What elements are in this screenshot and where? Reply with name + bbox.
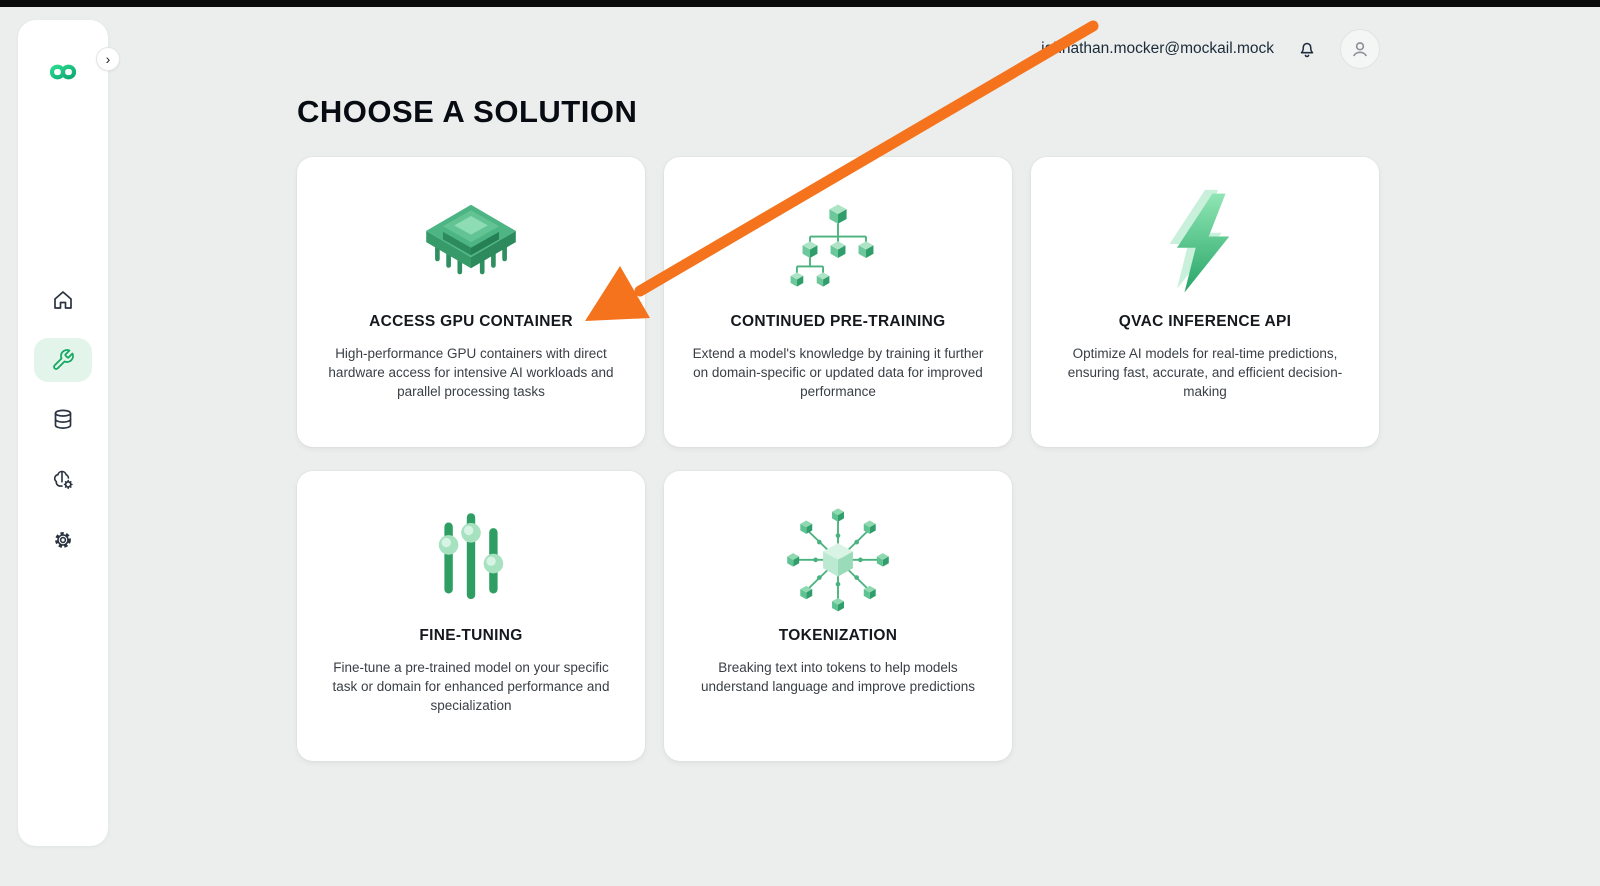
brand-logo[interactable] bbox=[18, 56, 108, 88]
wrench-icon bbox=[53, 349, 74, 370]
lightning-bolt-icon bbox=[1135, 183, 1275, 305]
card-description: Fine-tune a pre-trained model on your sp… bbox=[332, 660, 610, 714]
card-description: Breaking text into tokens to help models… bbox=[701, 660, 975, 695]
card-tokenization[interactable]: TOKENIZATION Breaking text into tokens t… bbox=[664, 471, 1012, 761]
user-email: johnathan.mocker@mockail.mock bbox=[1041, 40, 1274, 57]
card-title: FINE-TUNING bbox=[419, 627, 523, 644]
bell-icon bbox=[1300, 42, 1314, 58]
user-avatar[interactable] bbox=[1340, 29, 1380, 69]
topbar: johnathan.mocker@mockail.mock bbox=[1041, 28, 1380, 70]
solutions-grid: ACCESS GPU CONTAINER High-performance GP… bbox=[297, 157, 1379, 761]
cube-tree-icon bbox=[768, 183, 908, 305]
sidebar-item-solutions[interactable] bbox=[34, 338, 92, 382]
sidebar bbox=[18, 20, 108, 846]
card-continued-pre-training[interactable]: CONTINUED PRE-TRAINING Extend a model's … bbox=[664, 157, 1012, 447]
sidebar-item-home[interactable] bbox=[34, 278, 92, 322]
sidebar-collapse-button[interactable]: › bbox=[96, 47, 120, 71]
card-description: Optimize AI models for real-time predict… bbox=[1067, 346, 1343, 400]
token-cube-network-icon bbox=[768, 497, 908, 619]
sidebar-item-ai-models[interactable] bbox=[34, 458, 92, 502]
gear-icon bbox=[55, 532, 71, 548]
gpu-chip-icon bbox=[401, 183, 541, 305]
card-qvac-inference-api[interactable]: QVAC INFERENCE API Optimize AI models fo… bbox=[1031, 157, 1379, 447]
user-avatar-icon bbox=[1353, 42, 1367, 57]
sidebar-nav bbox=[18, 278, 108, 562]
card-title: QVAC INFERENCE API bbox=[1118, 313, 1292, 330]
brain-gear-icon bbox=[54, 470, 73, 489]
page-title: CHOOSE A SOLUTION bbox=[297, 94, 638, 129]
card-access-gpu-container[interactable]: ACCESS GPU CONTAINER High-performance GP… bbox=[297, 157, 645, 447]
card-title: CONTINUED PRE-TRAINING bbox=[730, 313, 946, 330]
top-border-strip bbox=[0, 0, 1600, 7]
card-description: High-performance GPU containers with dir… bbox=[328, 346, 614, 400]
card-description: Extend a model's knowledge by training i… bbox=[692, 346, 984, 400]
brand-infinity-icon bbox=[49, 64, 77, 80]
sliders-icon bbox=[401, 497, 541, 619]
database-icon bbox=[54, 409, 72, 429]
card-fine-tuning[interactable]: FINE-TUNING Fine-tune a pre-trained mode… bbox=[297, 471, 645, 761]
card-title: ACCESS GPU CONTAINER bbox=[369, 313, 573, 330]
sidebar-item-data[interactable] bbox=[34, 398, 92, 442]
chevron-right-icon: › bbox=[105, 51, 111, 67]
home-icon bbox=[54, 291, 72, 309]
sidebar-item-settings[interactable] bbox=[34, 518, 92, 562]
card-title: TOKENIZATION bbox=[778, 627, 898, 644]
notifications-button[interactable] bbox=[1296, 38, 1318, 60]
